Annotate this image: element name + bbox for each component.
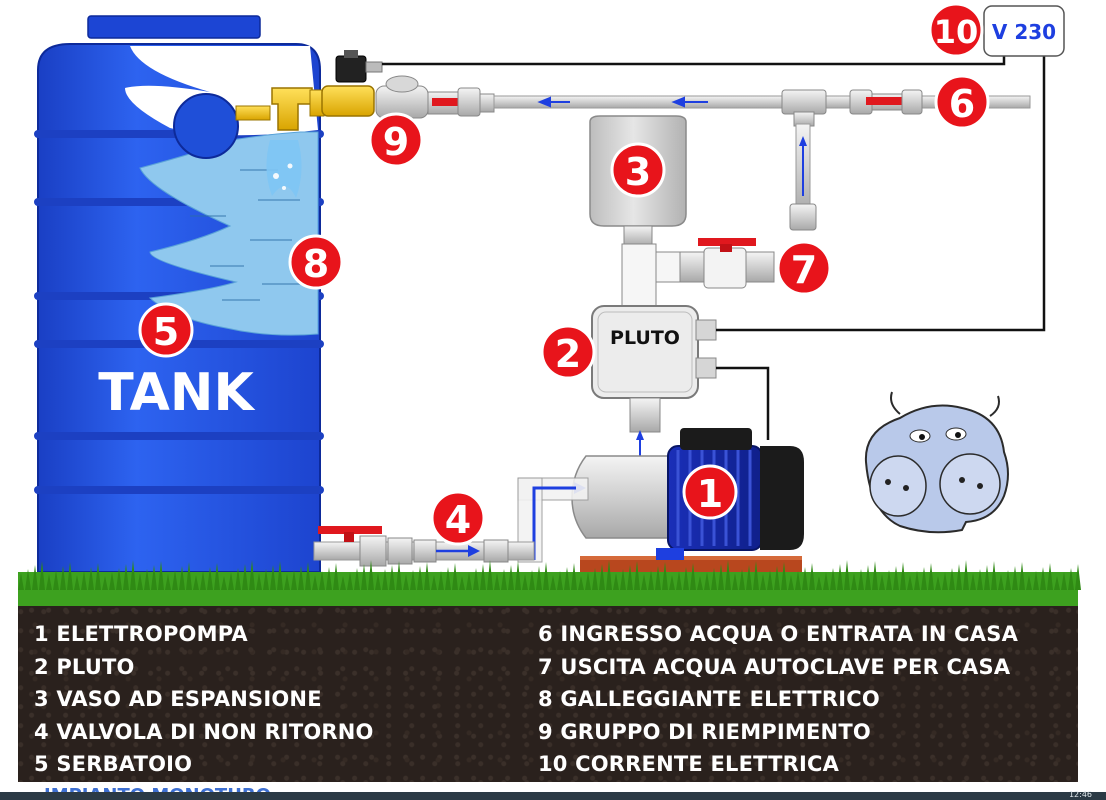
legend-column-left: 1 ELETTROPOMPA 2 PLUTO 3 VASO AD ESPANSI… <box>34 618 374 781</box>
svg-text:5: 5 <box>153 310 179 354</box>
svg-text:1: 1 <box>697 472 723 516</box>
legend-column-right: 6 INGRESSO ACQUA O ENTRATA IN CASA 7 USC… <box>538 618 1018 781</box>
legend-item: 2 PLUTO <box>34 654 135 679</box>
left-margin <box>0 0 16 800</box>
legend-item: 10 CORRENTE ELETTRICA <box>538 752 840 776</box>
legend-item: 9 GRUPPO DI RIEMPIMENTO <box>538 719 871 744</box>
svg-text:2: 2 <box>555 332 581 376</box>
badge-10: 10 <box>928 2 984 58</box>
svg-text:4: 4 <box>445 498 471 542</box>
badge-4: 4 <box>430 490 486 546</box>
inlet-pipe <box>493 89 1031 231</box>
svg-text:9: 9 <box>383 120 409 164</box>
legend-panel: 1 ELETTROPOMPA 2 PLUTO 3 VASO AD ESPANSI… <box>18 606 1078 782</box>
badge-5: 5 <box>138 302 194 358</box>
electric-pump <box>517 428 804 572</box>
power-label: V 230 <box>992 20 1056 44</box>
pluto-controller: PLUTO <box>591 305 717 460</box>
badge-2: 2 <box>540 324 596 380</box>
badge-9: 9 <box>368 112 424 168</box>
legend-item: 5 SERBATOIO <box>34 752 193 776</box>
number-badges: 1 2 3 4 5 6 7 8 9 10 <box>138 2 990 546</box>
badge-8: 8 <box>288 234 344 290</box>
expansion-vessel <box>589 115 775 307</box>
svg-text:8: 8 <box>303 242 329 286</box>
svg-text:7: 7 <box>791 248 817 292</box>
legend-item: 4 VALVOLA DI NON RITORNO <box>34 719 374 744</box>
svg-text:6: 6 <box>949 82 975 126</box>
legend-item: 1 ELETTROPOMPA <box>34 622 248 646</box>
grass <box>18 560 1081 608</box>
tank-label: TANK <box>98 363 255 423</box>
pluto-label: PLUTO <box>610 327 680 349</box>
badge-3: 3 <box>610 142 666 198</box>
badge-7: 7 <box>776 240 832 296</box>
svg-text:3: 3 <box>625 150 651 194</box>
electric-wires <box>382 54 1046 440</box>
power-box: V 230 <box>983 5 1065 57</box>
suction-line <box>313 526 535 567</box>
legend-item: 8 GALLEGGIANTE ELETTRICO <box>538 687 880 711</box>
taskbar: 12:46 <box>0 790 1106 800</box>
taskbar-clock: 12:46 <box>1068 790 1092 799</box>
badge-6: 6 <box>934 74 990 130</box>
legend-item: 6 INGRESSO ACQUA O ENTRATA IN CASA <box>538 622 1019 646</box>
svg-text:10: 10 <box>934 13 979 51</box>
water-spray <box>266 140 302 198</box>
legend-item: 3 VASO AD ESPANSIONE <box>34 687 322 711</box>
legend-item: 7 USCITA ACQUA AUTOCLAVE PER CASA <box>538 654 1011 679</box>
hippo-mascot <box>864 391 1009 534</box>
badge-1: 1 <box>682 464 738 520</box>
